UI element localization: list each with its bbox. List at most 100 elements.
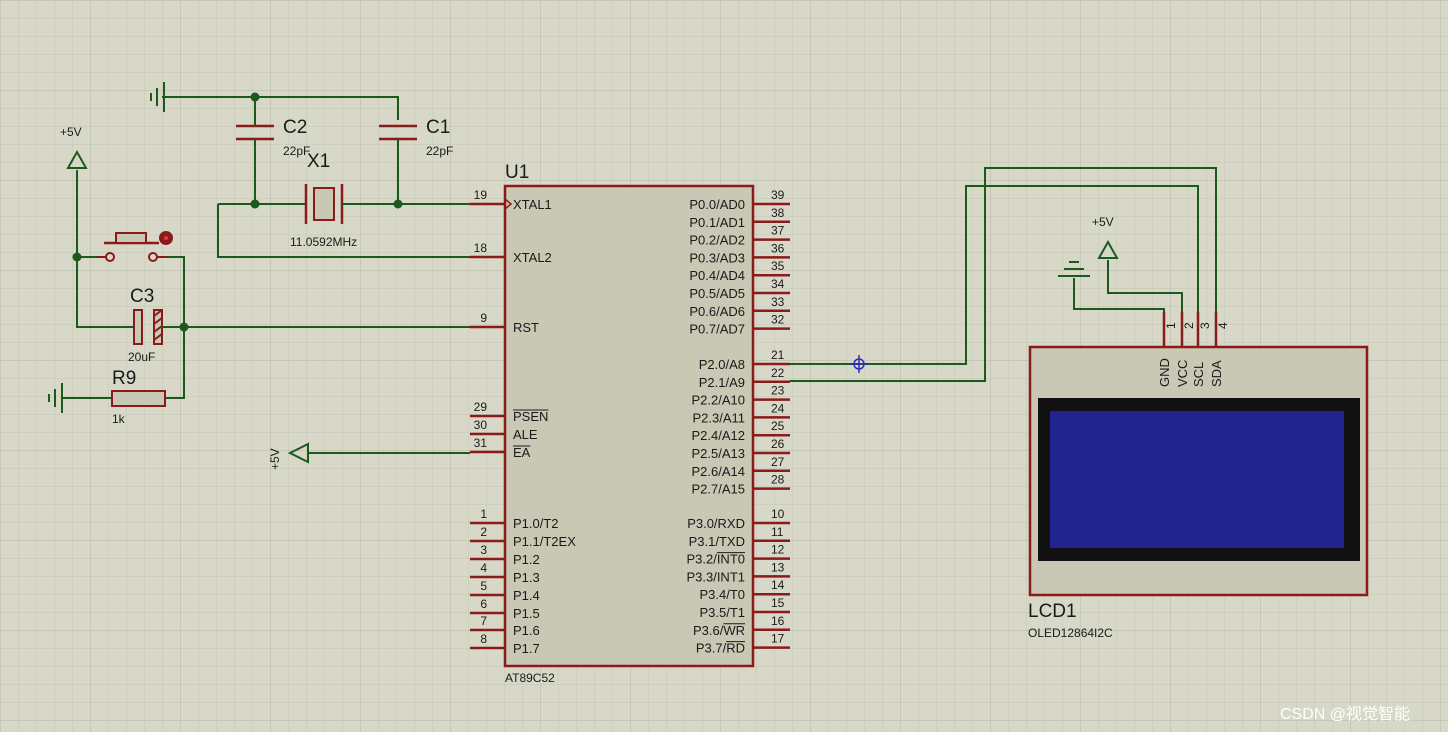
pin-number-right: 24 [771,401,785,415]
junction-dot [72,252,82,262]
x1-ref: X1 [307,151,330,172]
microcontroller-u1[interactable]: 19XTAL118XTAL29RST29PSEN30ALE31EA1P1.0/T… [470,184,790,668]
r9-ref: R9 [112,368,136,389]
pin-label-left: RST [513,320,539,335]
junction-dot [250,92,260,102]
pin-label-right: P2.2/A10 [692,393,746,408]
lcd-pin-label: GND [1157,358,1172,387]
pin-number-right: 21 [771,348,785,362]
pin-label-right: P0.5/AD5 [689,286,745,301]
power-arrow [287,442,309,464]
lcd-ref: LCD1 [1028,601,1077,622]
pin-label-left: XTAL2 [513,250,552,265]
lcd-pin-number: 4 [1216,322,1230,329]
capacitor-c3[interactable] [128,309,166,345]
pin-label-right: P3.3/INT1 [686,569,745,584]
power-label: +5V [1092,215,1114,229]
power-label: +5V [60,125,82,139]
chip-pins: 19XTAL118XTAL29RST29PSEN30ALE31EA1P1.0/T… [470,188,790,656]
pin-number-right: 37 [771,224,785,238]
ground-symbol [150,82,165,112]
junctions [72,92,403,332]
c3-value: 20uF [128,350,155,364]
pin-number-right: 34 [771,277,785,291]
pin-number-left: 4 [480,561,487,575]
pin-label-right: P3.0/RXD [687,516,745,531]
pin-number-left: 3 [480,543,487,557]
pin-number-right: 28 [771,473,785,487]
pin-number-right: 14 [771,578,785,592]
capacitor-c1[interactable] [379,124,417,145]
pin-label-right: P3.2/INT0 [686,552,745,567]
capacitor-c2[interactable] [236,120,274,145]
c3-ref: C3 [130,286,154,307]
c2-ref: C2 [283,117,307,138]
lcd-pin-number: 3 [1198,322,1212,329]
pin-label-right: P3.7/RD [696,641,745,656]
pin-label-right: P0.0/AD0 [689,197,745,212]
pin-label-right: P2.7/A15 [692,482,746,497]
pin-label-left: P1.4 [513,588,540,603]
pin-label-right: P3.1/TXD [689,534,745,549]
pin-label-right: P3.5/T1 [699,605,745,620]
pin-number-left: 9 [480,311,487,325]
pin-number-left: 7 [480,614,487,628]
pin-number-right: 16 [771,614,785,628]
x1-value: 11.0592MHz [290,235,357,249]
resistor-r9[interactable] [108,390,168,407]
pin-label-right: P0.3/AD3 [689,250,745,265]
pin-number-left: 5 [480,579,487,593]
pin-label-right: P2.4/A12 [692,428,746,443]
power-label: +5V [268,448,282,470]
pin-label-right: P0.1/AD1 [689,215,745,230]
pin-number-left: 19 [474,188,488,202]
pin-label-right: P2.5/A13 [692,446,746,461]
pin-number-right: 38 [771,206,785,220]
lcd-pin-number: 1 [1164,322,1178,329]
power-arrow [66,149,88,169]
pin-number-right: 22 [771,366,785,380]
pin-label-right: P0.4/AD4 [689,268,745,283]
reset-button[interactable] [98,231,173,262]
pin-number-left: 6 [480,597,487,611]
pin-label-right: P0.2/AD2 [689,233,745,248]
pin-number-left: 18 [474,241,488,255]
junction-dot [250,199,260,209]
probe-marker[interactable] [850,355,868,373]
pin-label-left: P1.7 [513,641,540,656]
pin-number-right: 27 [771,455,785,469]
pin-number-right: 15 [771,596,785,610]
ground-symbol [1058,261,1090,277]
pin-label-left: P1.1/T2EX [513,534,576,549]
lcd-pin-label: VCC [1175,360,1190,387]
pin-label-left: P1.2 [513,552,540,567]
xtal1-clock-marker [504,198,513,210]
lcd-pin-number: 2 [1182,322,1196,329]
junction-dot [179,322,189,332]
pin-number-right: 35 [771,259,785,273]
pin-label-left: XTAL1 [513,197,552,212]
lcd-pin-label: SDA [1209,360,1224,387]
pin-number-right: 32 [771,313,785,327]
wire-gnd-rail [162,96,399,120]
crystal-x1[interactable] [300,184,347,224]
watermark: CSDN @视觉智能 [1280,705,1410,723]
ground-symbol [48,383,63,413]
pin-number-right: 36 [771,241,785,255]
pin-label-left: EA [513,445,531,460]
pin-number-right: 13 [771,560,785,574]
lcd-part: OLED12864I2C [1028,626,1113,640]
pin-label-right: P3.4/T0 [699,587,745,602]
pin-label-left: PSEN [513,409,548,424]
pin-number-left: 1 [480,507,487,521]
pin-number-left: 31 [474,436,488,450]
pin-label-right: P2.6/A14 [692,464,746,479]
chip-part: AT89C52 [505,671,555,685]
junction-dot [393,199,403,209]
c2-value: 22pF [283,144,310,158]
wire-scl [790,185,1199,365]
pin-number-left: 30 [474,418,488,432]
